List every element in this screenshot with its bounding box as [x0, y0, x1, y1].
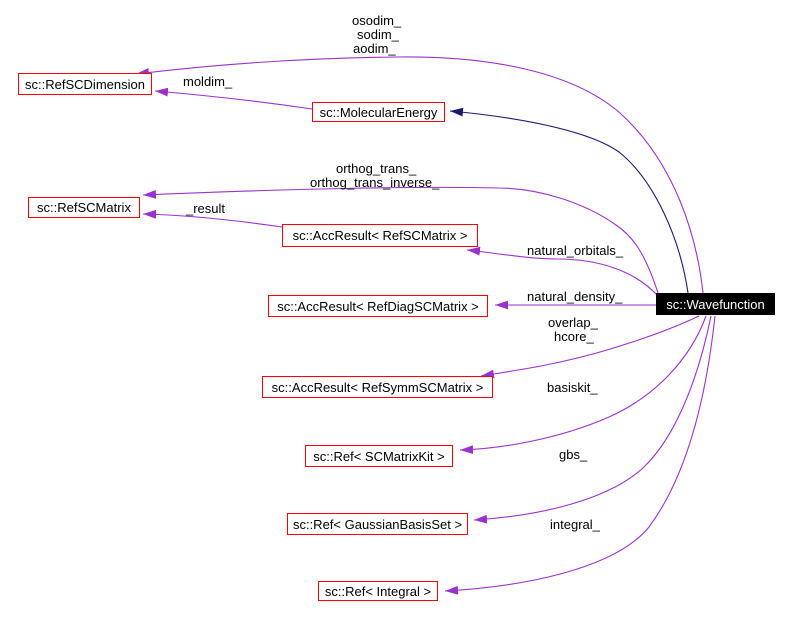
edge-orthog-trans — [142, 186, 659, 294]
edge-label-moldim: moldim_ — [183, 74, 233, 89]
edge-moldim — [154, 87, 313, 110]
edge-label-result: _result — [186, 201, 226, 216]
edge-overlap-hcore — [480, 315, 700, 379]
edge-label-gbs: gbs_ — [559, 447, 588, 462]
node-sc-accresult-refsymmscmatrix[interactable]: sc::AccResult< RefSymmSCMatrix > — [262, 376, 493, 398]
edge-label-orthog-trans: orthog_trans_ — [336, 161, 417, 176]
node-sc-wavefunction: sc::Wavefunction — [656, 293, 775, 315]
edge-label-natural-density: natural_density_ — [527, 289, 623, 304]
edge-natural-orbitals — [466, 246, 659, 297]
edge-label-basiskit: basiskit_ — [547, 380, 598, 395]
node-sc-molecularenergy[interactable]: sc::MolecularEnergy — [312, 102, 445, 122]
edge-label-overlap: overlap_ — [548, 315, 598, 330]
edge-label-aodim: aodim_ — [353, 41, 396, 56]
edge-inheritance-molecularenergy — [449, 107, 689, 294]
edge-result — [142, 209, 283, 228]
edge-label-natural-orbitals: natural_orbitals_ — [527, 243, 624, 258]
edge-gbs — [473, 315, 712, 524]
node-sc-ref-scmatrixkit[interactable]: sc::Ref< SCMatrixKit > — [305, 445, 453, 467]
node-sc-refscdimension[interactable]: sc::RefSCDimension — [18, 73, 152, 95]
edge-osodim-sodim-aodim — [135, 56, 704, 294]
node-sc-ref-integral[interactable]: sc::Ref< Integral > — [318, 581, 438, 601]
edge-label-integral: integral_ — [550, 517, 600, 532]
edge-label-sodim: sodim_ — [357, 27, 399, 42]
edge-label-hcore: hcore_ — [554, 329, 594, 344]
edge-label-orthog-trans-inverse: orthog_trans_inverse_ — [310, 175, 440, 190]
node-sc-accresult-refdiagscmatrix[interactable]: sc::AccResult< RefDiagSCMatrix > — [268, 295, 488, 317]
edge-basiskit — [459, 315, 707, 455]
edge-label-osodim: osodim_ — [352, 13, 402, 28]
node-sc-accresult-refscmatrix[interactable]: sc::AccResult< RefSCMatrix > — [282, 224, 478, 247]
node-sc-refscmatrix[interactable]: sc::RefSCMatrix — [28, 197, 140, 218]
edge-integral — [444, 315, 716, 595]
node-sc-ref-gaussianbasisset[interactable]: sc::Ref< GaussianBasisSet > — [287, 513, 468, 535]
